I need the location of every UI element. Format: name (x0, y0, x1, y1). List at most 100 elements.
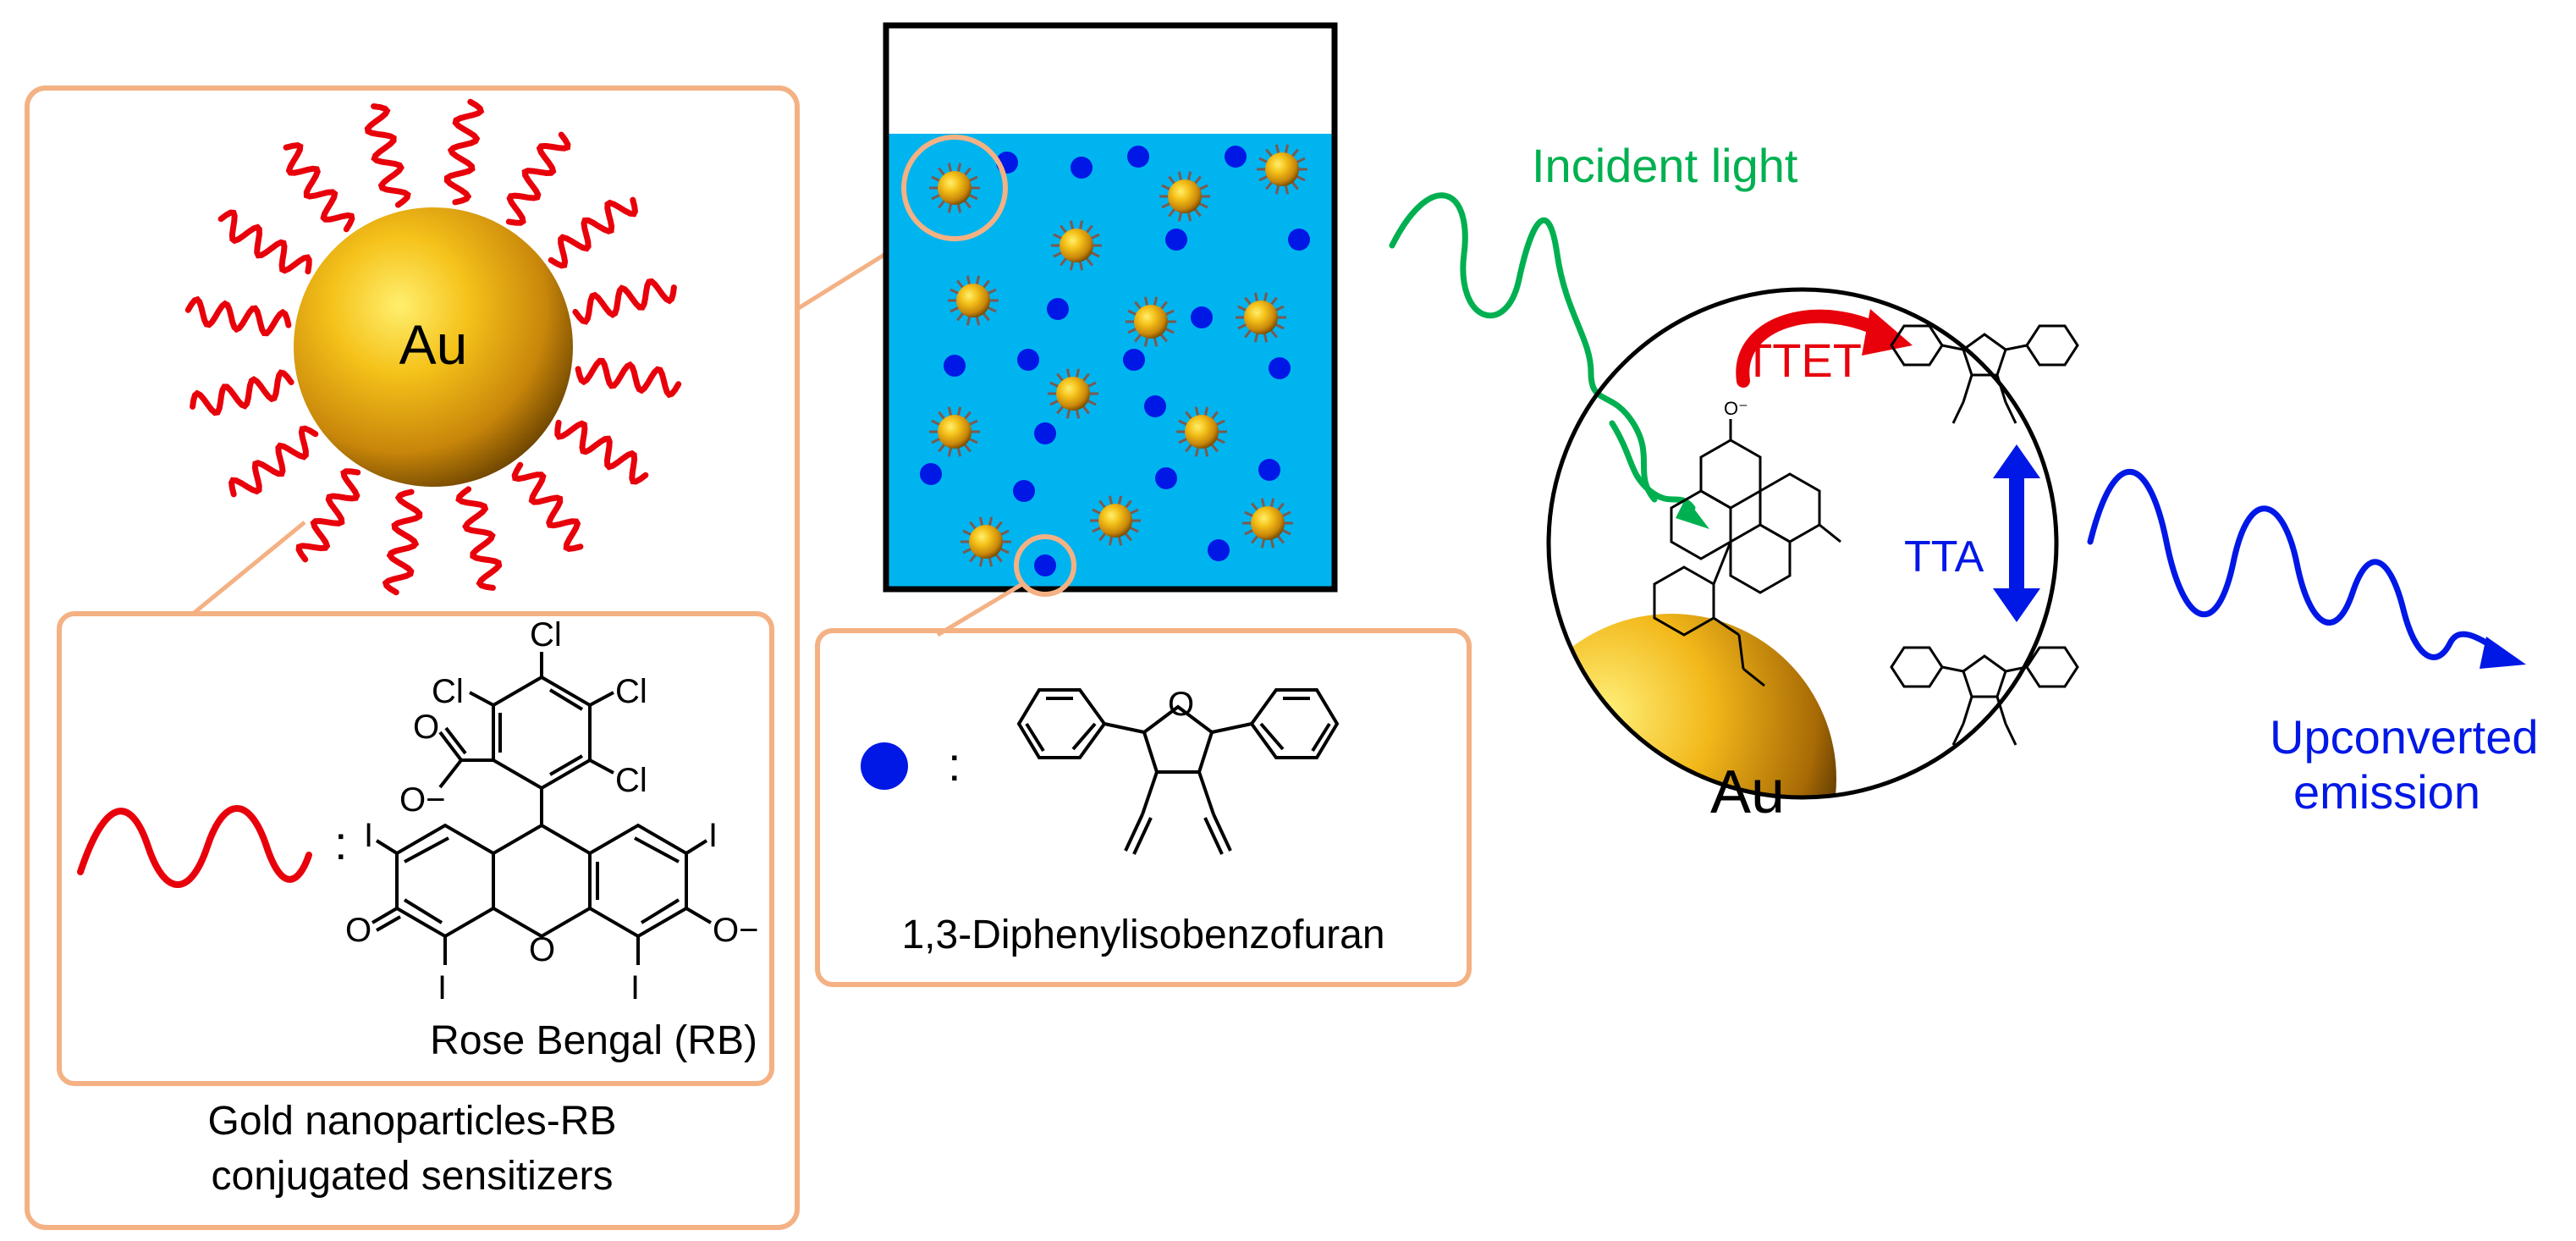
beaker-particles (920, 144, 1310, 576)
nanoparticle-sensitizer (1126, 296, 1176, 347)
red-wave-symbol (77, 805, 312, 888)
nanoparticle-sensitizer (1048, 368, 1098, 419)
nanoparticle-sensitizer (1242, 498, 1293, 549)
dpbf-dot-symbol (861, 742, 908, 790)
dpbf-small-bottom (1890, 646, 2079, 746)
nanoparticle-sensitizer (948, 275, 999, 326)
ligand-chain (382, 488, 423, 596)
highlight-dye (1014, 534, 1076, 597)
dye-molecule-dot (1288, 229, 1310, 251)
incident-arrowhead (1676, 498, 1709, 529)
dpbf-atom-o: O (1168, 686, 1194, 723)
dye-molecule-dot (1013, 480, 1035, 502)
rose-bengal-structure (371, 652, 713, 965)
ligand-chain (228, 425, 319, 498)
connector-dye-to-box (936, 582, 1024, 637)
gold-nanoparticle (294, 207, 573, 487)
dye-molecule-dot (1034, 422, 1056, 444)
dye-molecule-dot (1208, 539, 1230, 561)
rb-atom-i-left: I (364, 817, 373, 854)
nanoparticle-sensitizer (1090, 495, 1141, 546)
ligand-chain (295, 468, 361, 563)
dpbf-name: 1,3-Diphenylisobenzofuran (901, 913, 1384, 957)
rb-atom-cl-lower-right: Cl (615, 762, 647, 799)
nanoparticle-sensitizer (1159, 171, 1210, 222)
ligand-chain (548, 196, 638, 269)
ligand-chain (505, 131, 571, 226)
dpbf-structure (1016, 688, 1340, 855)
dye-molecule-dot (1258, 459, 1280, 481)
rb-atom-cl-upper-right: Cl (615, 673, 647, 710)
tta-label: TTA (1904, 532, 1984, 582)
nanoparticle-sensitizer (960, 516, 1011, 567)
ttet-label: TTET (1743, 334, 1862, 387)
rb-atom-o-ketone: O (345, 912, 372, 949)
beaker-outline (883, 22, 1338, 593)
rb-atom-cl-upper-left: Cl (432, 673, 464, 710)
left-panel-frame (25, 85, 800, 1230)
dpbf-box (815, 628, 1472, 987)
rb-atom-cl-top: Cl (530, 616, 562, 654)
nanoparticle-sensitizer (929, 406, 980, 457)
rb-ligand-chains (184, 98, 682, 596)
dye-molecule-dot (944, 355, 966, 377)
closeup-circle (1546, 287, 2059, 800)
rb-atom-i-right: I (708, 817, 718, 854)
ttet-arrow (1736, 309, 1894, 388)
incident-light-label: Incident light (1532, 139, 1798, 192)
dye-molecule-dot (1191, 306, 1213, 328)
rb-atom-i-bottom-right: I (630, 969, 640, 1007)
tta-arrowhead-up (1993, 444, 2040, 478)
rb-atom-o-minus-phenolate: O− (713, 912, 758, 949)
nanoparticle-sensitizer (1051, 220, 1102, 271)
nanoparticle-sensitizer (1176, 406, 1227, 457)
dye-molecule-dot (1071, 157, 1093, 179)
dye-molecule-dot (1144, 395, 1166, 417)
left-caption-line1: Gold nanoparticles-RB (208, 1099, 617, 1144)
dye-molecule-dot (1123, 349, 1145, 371)
rb-colon: : (334, 816, 348, 869)
dye-molecule-dot (1017, 349, 1039, 371)
ttet-arrowhead (1862, 309, 1913, 356)
ligand-chain (190, 369, 294, 416)
highlight-np (901, 135, 1008, 241)
gold-np-closeup (1549, 614, 1836, 797)
dye-molecule-dot (1047, 298, 1069, 320)
ligand-chain (455, 486, 503, 591)
nanoparticle-sensitizer (929, 163, 980, 213)
ligand-chain (364, 103, 411, 208)
ligand-chain (217, 209, 312, 275)
au-label-left: Au (399, 313, 468, 376)
ligand-chain (575, 357, 682, 399)
emission-arrowhead (2480, 637, 2526, 669)
tta-arrowhead-down (1993, 588, 2040, 622)
rb-atom-o-minus-carboxylate: O− (399, 781, 445, 819)
rb-name: Rose Bengal (RB) (430, 1018, 757, 1063)
dye-molecule-dot (1269, 357, 1291, 379)
dye-molecule-dot (920, 463, 942, 485)
dye-molecule-dot (1034, 554, 1056, 576)
left-caption-line2: conjugated sensitizers (212, 1154, 614, 1199)
au-label-right: Au (1710, 758, 1785, 826)
ligand-chain (572, 278, 677, 325)
rb-structure-box (57, 611, 774, 1086)
emission-label-line2: emission (2293, 765, 2480, 819)
rb-small-o-minus: O⁻ (1724, 398, 1748, 419)
dye-molecule-dot (1127, 146, 1149, 168)
connector-np-to-rb (191, 521, 306, 615)
ligand-chain (443, 98, 485, 206)
rb-atom-o-bridge: O (529, 931, 555, 968)
nanoparticle-sensitizer (1257, 144, 1307, 195)
dpbf-colon: : (948, 737, 961, 791)
rb-atom-i-bottom-left: I (438, 969, 447, 1007)
ligand-chain (184, 295, 292, 337)
dye-molecule-dot (1165, 229, 1187, 251)
ligand-chain (554, 419, 649, 485)
rb-structure-small (1653, 419, 1841, 687)
ligand-chain (283, 142, 355, 233)
dpbf-small-top (1890, 324, 2079, 424)
dye-molecule-dot (1155, 467, 1177, 489)
dye-molecule-dot (1225, 146, 1247, 168)
incident-light-wave (1389, 192, 1594, 376)
